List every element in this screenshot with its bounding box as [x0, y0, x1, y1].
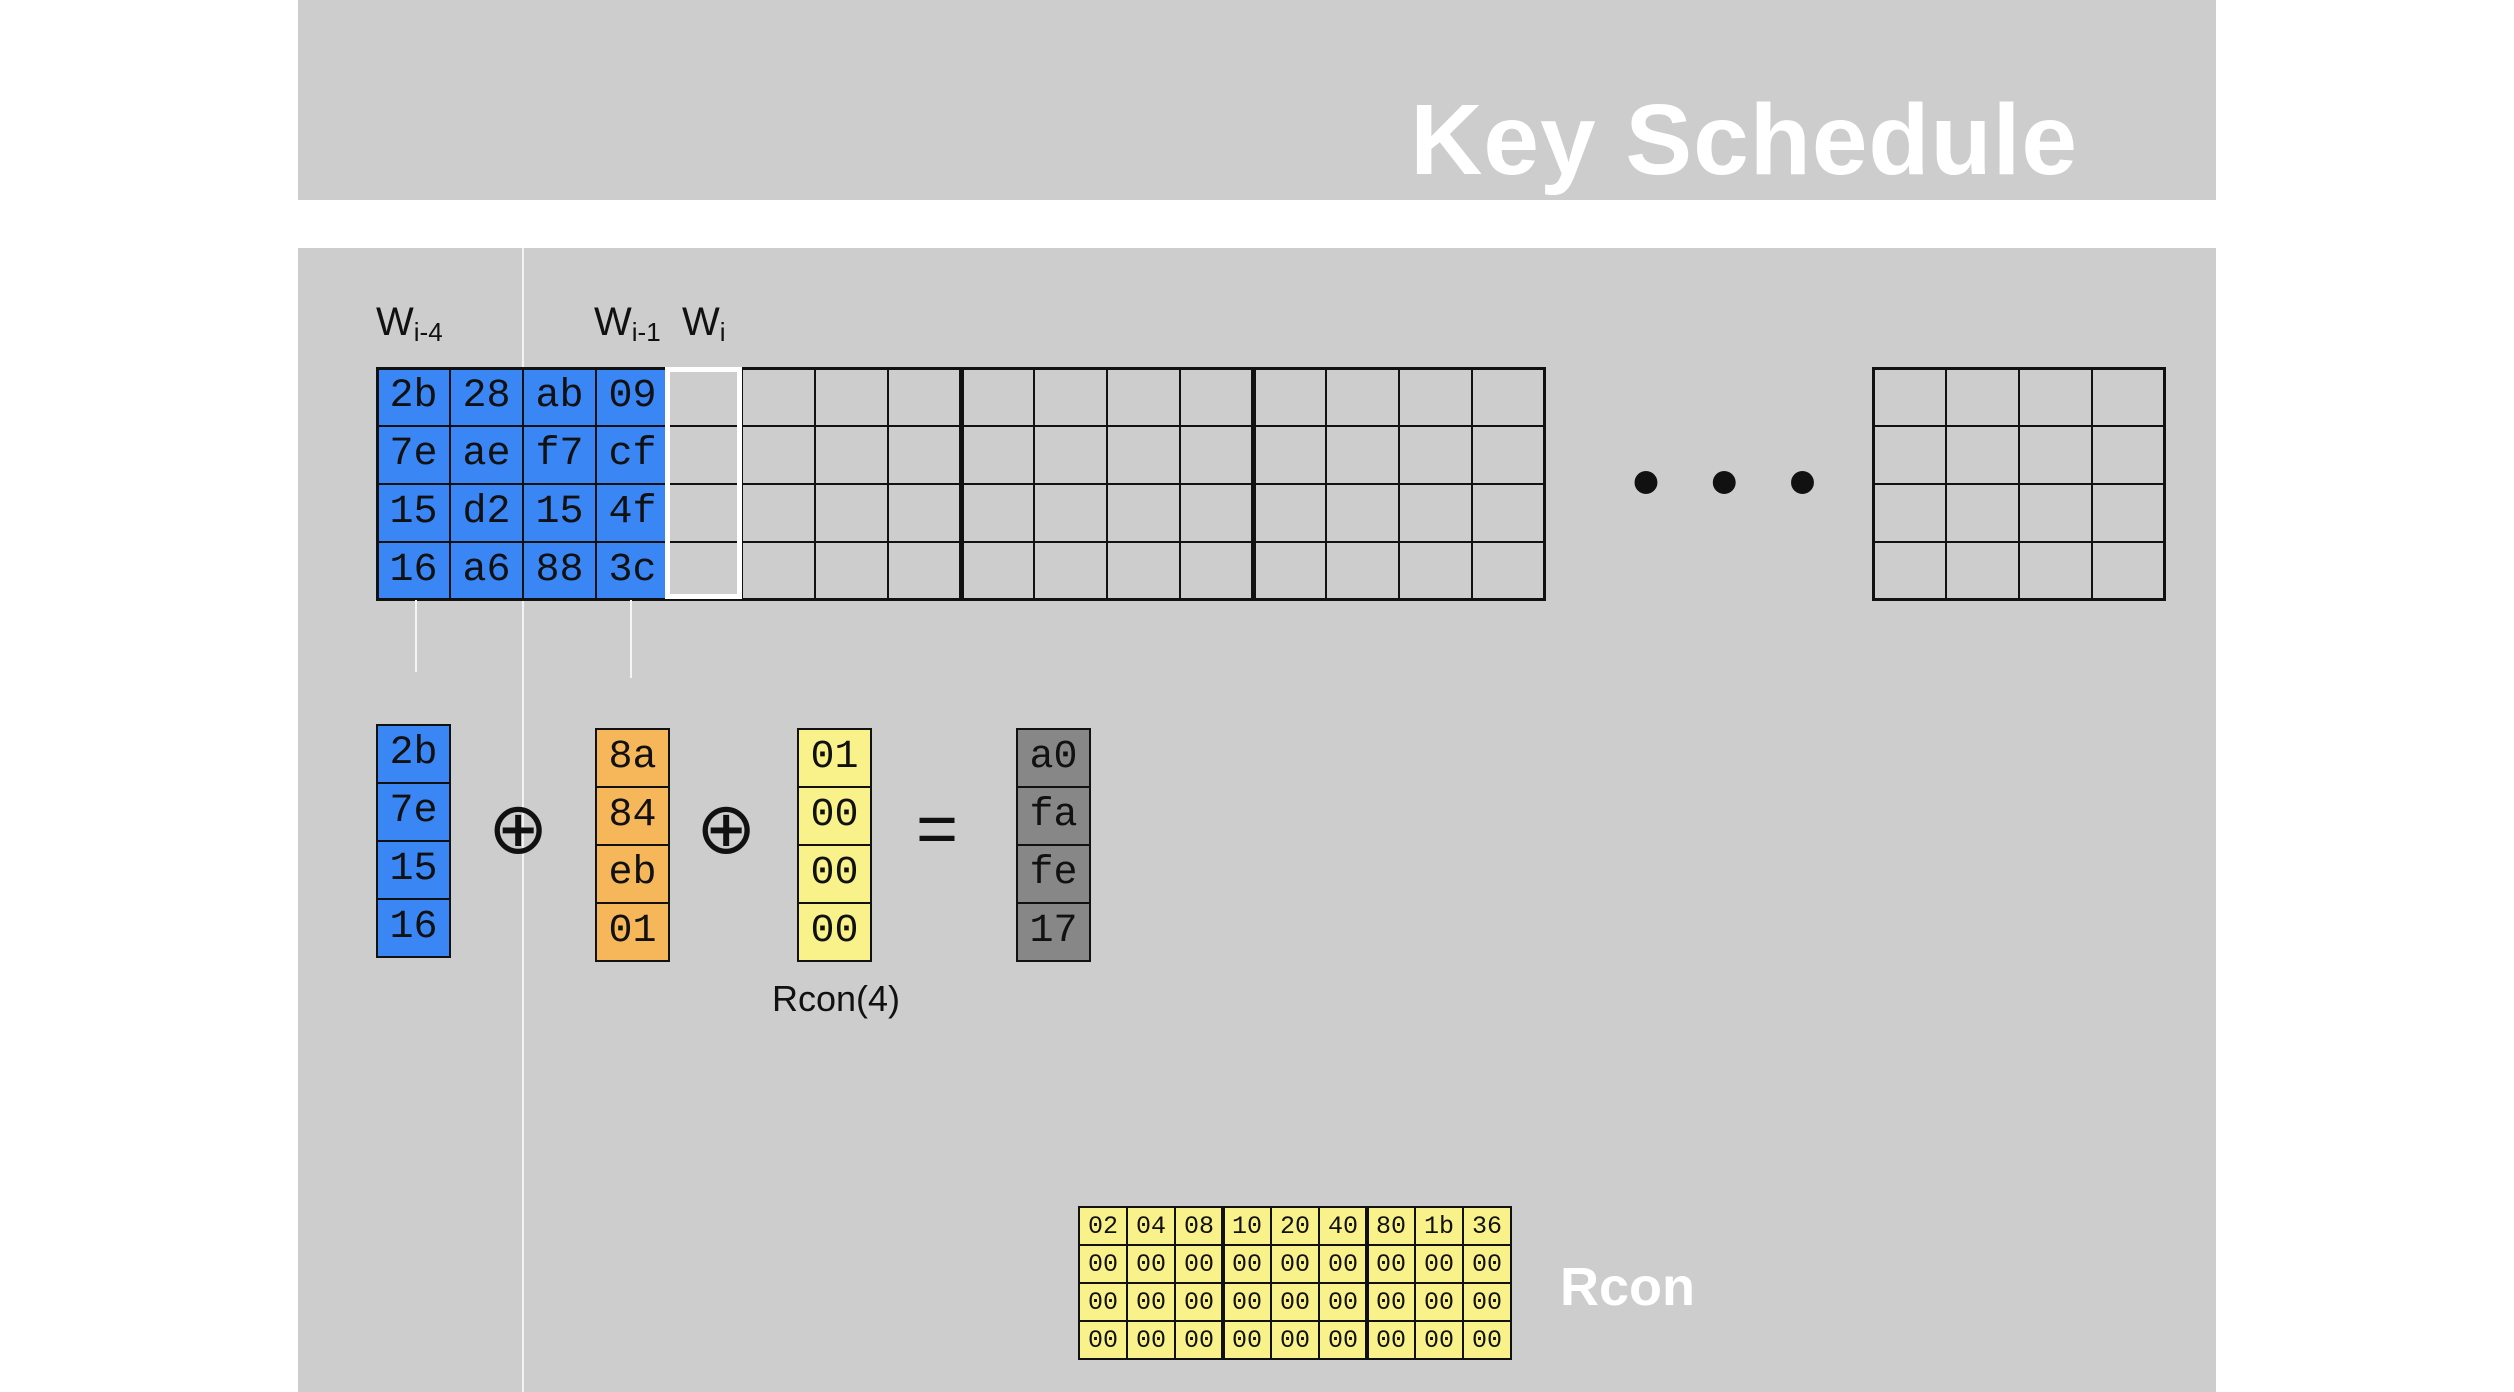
rcon-table-cell: 00 [1078, 1320, 1128, 1360]
rcon-table-cell: 00 [1270, 1282, 1320, 1322]
result-byte-cell: 17 [1016, 902, 1091, 962]
rcon-table-cell: 00 [1222, 1282, 1272, 1322]
label-w-i-minus-1: Wi-1 [594, 300, 661, 347]
rcon-table-cell: 00 [1174, 1320, 1224, 1360]
rcon-table-cell: 20 [1270, 1206, 1320, 1246]
rcon-4-label: Rcon(4) [772, 978, 901, 1019]
connector-w-i-minus-4 [415, 600, 417, 672]
rcon-table-cell: 00 [1126, 1282, 1176, 1322]
rcon-table-cell: 00 [1174, 1282, 1224, 1322]
w-i-highlight-frame [665, 367, 742, 599]
key-byte-cell: 3c [595, 541, 670, 601]
w-i-minus-4-byte-cell: 15 [376, 840, 451, 900]
connector-w-i-minus-1 [630, 600, 632, 678]
key-byte-cell: cf [595, 425, 670, 485]
final-grid-border [1872, 367, 2166, 601]
rcon-table-cell: 00 [1414, 1320, 1464, 1360]
equals-operator: = [916, 789, 959, 869]
rcon-table-label: Rcon [1560, 1257, 1695, 1317]
rcon-byte-cell: 00 [797, 844, 872, 904]
rcon-table-cell: 00 [1462, 1320, 1512, 1360]
result-byte-cell: a0 [1016, 728, 1091, 788]
key-byte-cell: 4f [595, 483, 670, 543]
rcon-table-cell: 04 [1126, 1206, 1176, 1246]
title-bar: Key Schedule [298, 0, 2216, 200]
result-byte-cell: fe [1016, 844, 1091, 904]
transformed-byte-cell: 84 [595, 786, 670, 846]
rcon-table-cell: 08 [1174, 1206, 1224, 1246]
key-byte-cell: ab [522, 367, 597, 427]
transformed-byte-cell: 8a [595, 728, 670, 788]
w-i-minus-4-byte-cell: 7e [376, 782, 451, 842]
rcon-table-cell: 00 [1126, 1244, 1176, 1284]
w-i-minus-4-byte-cell: 16 [376, 898, 451, 958]
round-key-separator [959, 367, 964, 601]
rcon-table-cell: 10 [1222, 1206, 1272, 1246]
rcon-table-cell: 00 [1366, 1244, 1416, 1284]
rcon-byte-cell: 00 [797, 902, 872, 962]
xor-operator-2: ⊕ [696, 789, 757, 869]
rcon-table-cell: 00 [1222, 1244, 1272, 1284]
key-byte-cell: 88 [522, 541, 597, 601]
label-w-i: Wi [682, 300, 726, 347]
rcon-table-cell: 1b [1414, 1206, 1464, 1246]
rcon-table-cell: 00 [1318, 1244, 1368, 1284]
rcon-table-cell: 40 [1318, 1206, 1368, 1246]
rcon-table-cell: 00 [1414, 1244, 1464, 1284]
rcon-table-cell: 00 [1462, 1282, 1512, 1322]
rcon-table-cell: 00 [1414, 1282, 1464, 1322]
ellipsis: • • • [1632, 437, 1831, 526]
key-byte-cell: 15 [376, 483, 451, 543]
w-i-minus-4-byte-cell: 2b [376, 724, 451, 784]
rcon-table-cell: 00 [1462, 1244, 1512, 1284]
rcon-byte-cell: 00 [797, 786, 872, 846]
rcon-table-cell: 00 [1174, 1244, 1224, 1284]
rcon-table-separator [1221, 1206, 1225, 1360]
transformed-byte-cell: eb [595, 844, 670, 904]
rcon-table-cell: 02 [1078, 1206, 1128, 1246]
page-title: Key Schedule [1410, 84, 2078, 196]
label-w-i-minus-4: Wi-4 [376, 300, 443, 347]
result-byte-cell: fa [1016, 786, 1091, 846]
rcon-table-cell: 00 [1078, 1244, 1128, 1284]
rcon-table-cell: 00 [1366, 1282, 1416, 1322]
rcon-byte-cell: 01 [797, 728, 872, 788]
rcon-table-cell: 00 [1222, 1320, 1272, 1360]
rcon-table-cell: 36 [1462, 1206, 1512, 1246]
rcon-table-cell: 00 [1270, 1320, 1320, 1360]
rcon-table-cell: 00 [1078, 1282, 1128, 1322]
rcon-table-cell: 00 [1126, 1320, 1176, 1360]
key-byte-cell: d2 [449, 483, 524, 543]
key-byte-cell: a6 [449, 541, 524, 601]
rcon-table-separator [1365, 1206, 1369, 1360]
transformed-byte-cell: 01 [595, 902, 670, 962]
rcon-table-cell: 00 [1366, 1320, 1416, 1360]
rcon-table-cell: 00 [1318, 1282, 1368, 1322]
column-guide-line [522, 248, 524, 1392]
xor-operator-1: ⊕ [488, 789, 549, 869]
rcon-table-cell: 00 [1270, 1244, 1320, 1284]
rcon-table-cell: 80 [1366, 1206, 1416, 1246]
rcon-table-cell: 00 [1318, 1320, 1368, 1360]
round-key-separator [1251, 367, 1256, 601]
key-grid-border [376, 367, 1546, 601]
